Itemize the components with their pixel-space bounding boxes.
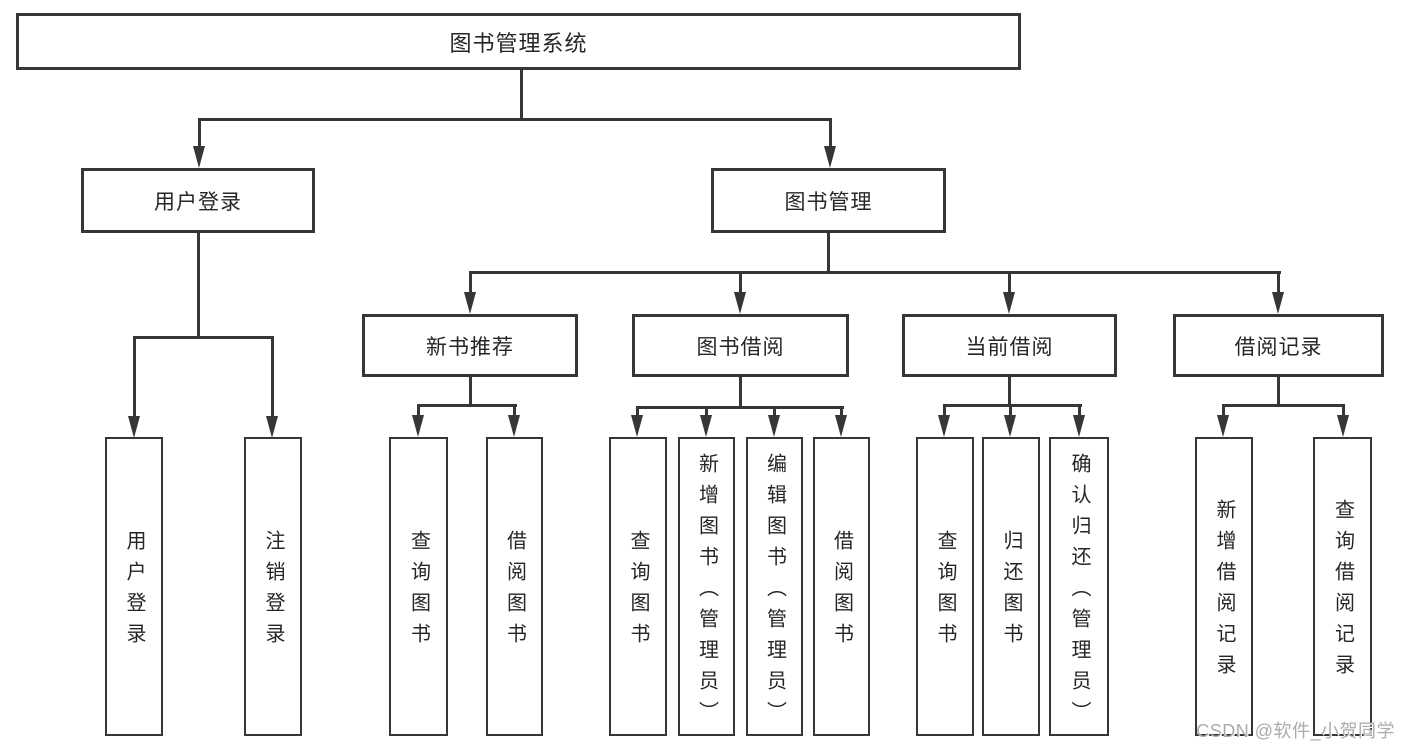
leaf-return-books: 归还图书 <box>982 437 1040 736</box>
connector-line <box>773 406 776 420</box>
connector-line <box>840 406 843 420</box>
connector-line <box>739 377 742 408</box>
connector-line <box>1222 404 1345 407</box>
leaf-user-login: 用户登录 <box>105 437 163 736</box>
arrow-down-icon <box>768 415 780 437</box>
connector-line <box>636 406 844 409</box>
leaf-label: 编辑图书（管理员） <box>763 452 786 732</box>
leaf-confirm-return-admin: 确认归还（管理员） <box>1049 437 1109 736</box>
leaf-logout: 注销登录 <box>244 437 302 736</box>
arrow-down-icon <box>464 292 476 314</box>
leaf-label: 归还图书 <box>1000 530 1022 654</box>
connector-line <box>829 118 832 152</box>
node-book-borrow: 图书借阅 <box>632 314 849 377</box>
connector-line <box>1008 377 1011 407</box>
connector-line <box>417 404 420 420</box>
node-current-borrow: 当前借阅 <box>902 314 1117 377</box>
leaf-borrow-books: 借阅图书 <box>813 437 870 736</box>
leaf-label: 查询借阅记录 <box>1331 499 1354 685</box>
connector-line <box>133 336 274 339</box>
connector-line <box>271 336 274 419</box>
arrow-down-icon <box>835 415 847 437</box>
csdn-watermark: CSDN @软件_小贺同学 <box>1196 721 1395 741</box>
connector-line <box>469 271 472 297</box>
leaf-label: 新增借阅记录 <box>1213 499 1235 685</box>
arrow-down-icon <box>734 292 746 314</box>
leaf-label: 借阅图书 <box>503 530 526 654</box>
arrow-down-icon <box>412 415 424 437</box>
connector-line <box>133 336 136 419</box>
connector-line <box>1222 404 1225 420</box>
leaf-label: 查询图书 <box>627 530 649 654</box>
leaf-add-books-admin: 新增图书（管理员） <box>678 437 735 736</box>
leaf-label: 新增图书（管理员） <box>695 452 718 732</box>
connector-line <box>198 118 832 121</box>
connector-line <box>943 404 1082 407</box>
arrow-down-icon <box>1073 415 1085 437</box>
connector-line <box>197 233 200 339</box>
connector-line <box>1277 377 1280 407</box>
node-root-library-system: 图书管理系统 <box>16 13 1021 70</box>
leaf-label: 注销登录 <box>262 530 284 654</box>
arrow-down-icon <box>193 146 205 168</box>
connector-line <box>636 406 639 420</box>
arrow-down-icon <box>1003 292 1015 314</box>
leaf-label: 确认归还（管理员） <box>1068 452 1090 732</box>
leaf-label: 查询图书 <box>407 530 430 654</box>
leaf-borrow-books-recommend: 借阅图书 <box>486 437 543 736</box>
connector-line <box>1008 271 1011 297</box>
connector-line <box>739 271 742 297</box>
arrow-down-icon <box>128 416 140 438</box>
leaf-query-borrow-record: 查询借阅记录 <box>1313 437 1372 736</box>
arrow-down-icon <box>1337 415 1349 437</box>
connector-line <box>705 406 708 420</box>
arrow-down-icon <box>824 146 836 168</box>
connector-line <box>520 69 523 121</box>
node-user-login: 用户登录 <box>81 168 315 233</box>
arrow-down-icon <box>508 415 520 437</box>
arrow-down-icon <box>700 415 712 437</box>
leaf-edit-books-admin: 编辑图书（管理员） <box>746 437 803 736</box>
connector-line <box>1009 404 1012 420</box>
leaf-query-books-borrow: 查询图书 <box>609 437 667 736</box>
node-borrow-records: 借阅记录 <box>1173 314 1384 377</box>
arrow-down-icon <box>266 416 278 438</box>
connector-line <box>469 271 1281 274</box>
arrow-down-icon <box>1272 292 1284 314</box>
connector-line <box>417 404 517 407</box>
arrow-down-icon <box>1217 415 1229 437</box>
arrow-down-icon <box>938 415 950 437</box>
leaf-label: 用户登录 <box>123 530 145 654</box>
connector-line <box>827 233 830 274</box>
leaf-label: 借阅图书 <box>830 530 853 654</box>
arrow-down-icon <box>631 415 643 437</box>
node-new-book-recommend: 新书推荐 <box>362 314 578 377</box>
leaf-query-books-recommend: 查询图书 <box>389 437 448 736</box>
connector-line <box>943 404 946 420</box>
arrow-down-icon <box>1004 415 1016 437</box>
connector-line <box>1078 404 1081 420</box>
connector-line <box>469 377 472 407</box>
connector-line <box>198 118 201 152</box>
leaf-add-borrow-record: 新增借阅记录 <box>1195 437 1253 736</box>
leaf-query-books-current: 查询图书 <box>916 437 974 736</box>
leaf-label: 查询图书 <box>934 530 956 654</box>
connector-line <box>513 404 516 420</box>
connector-line <box>1342 404 1345 420</box>
node-book-management: 图书管理 <box>711 168 946 233</box>
connector-line <box>1277 271 1280 297</box>
